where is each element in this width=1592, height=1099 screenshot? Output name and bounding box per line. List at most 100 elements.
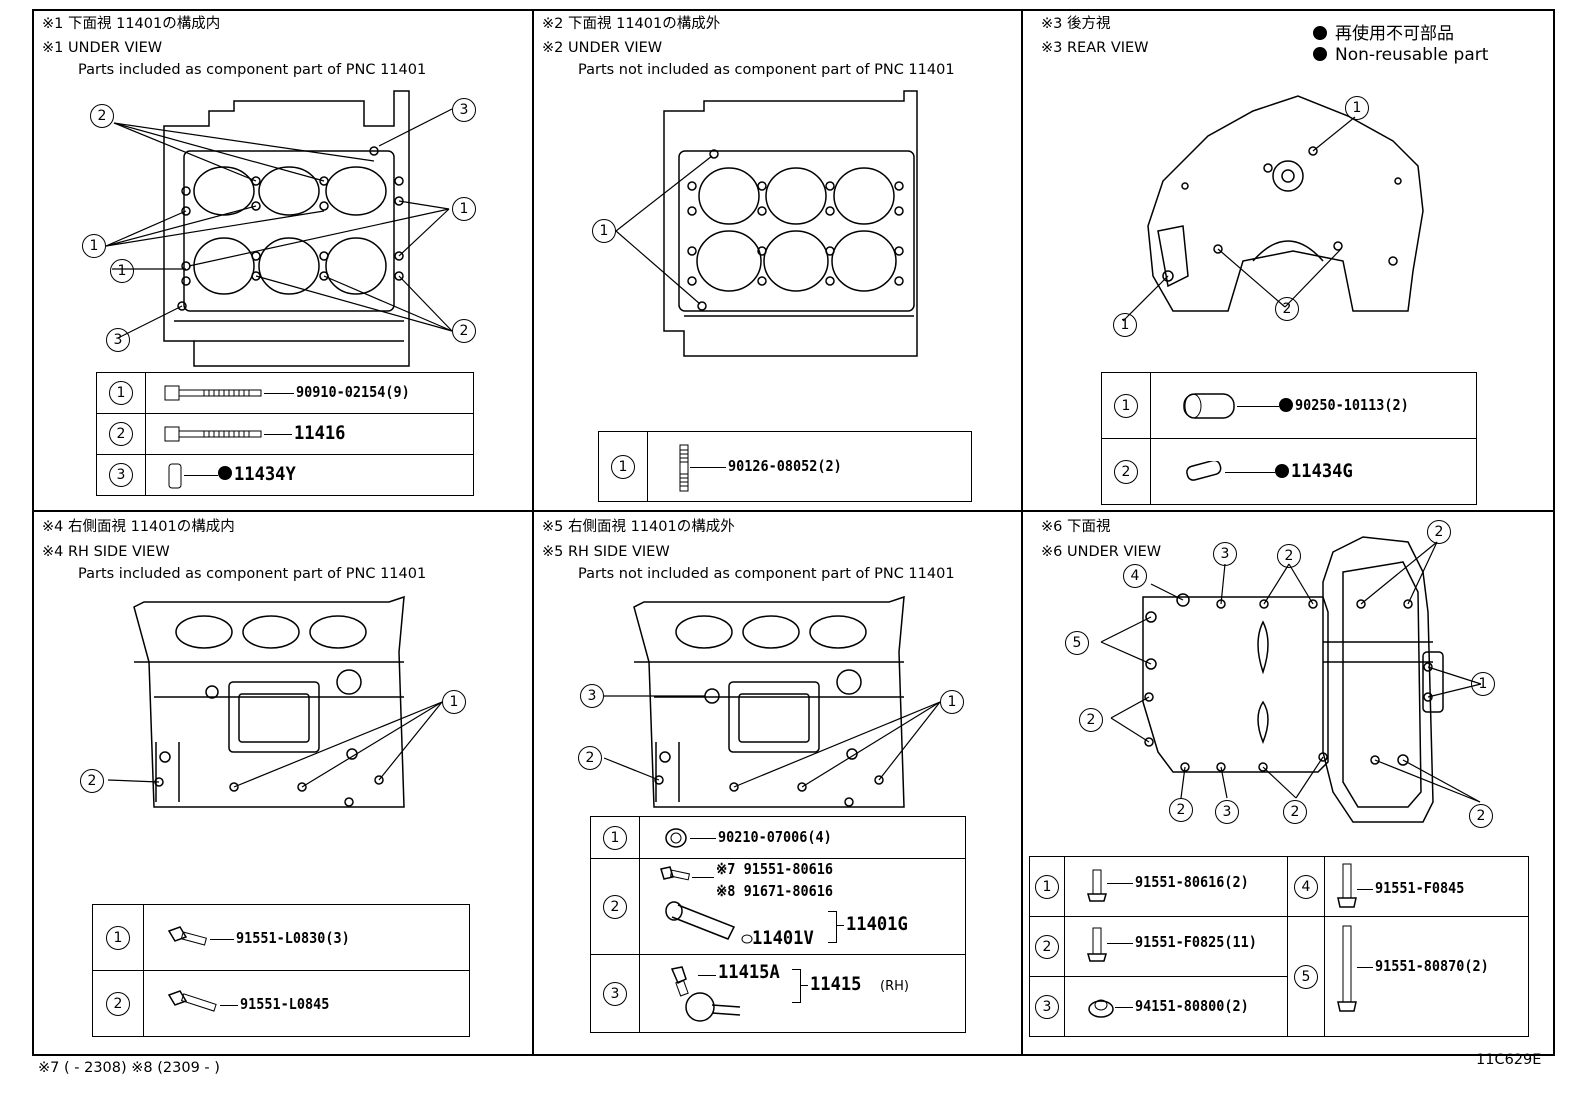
- footnote: ※7 ( - 2308) ※8 (2309 - ): [38, 1060, 220, 1076]
- panel-divider: [532, 9, 534, 1056]
- part-row[interactable]: 90210-07006(4): [639, 816, 966, 859]
- engine-block-rh-side-drawing: [603, 595, 941, 808]
- callout-1: 1: [452, 197, 476, 221]
- callout-4: 4: [1123, 564, 1147, 588]
- part-number: 11415A: [718, 961, 780, 983]
- callout-3: 3: [580, 684, 604, 708]
- engine-block-under-view-drawing: [105, 90, 453, 367]
- parts-table: 1 90250-10113(2) 2 11434G: [1101, 372, 1477, 505]
- bolt-icon: [164, 385, 262, 401]
- row-number: 1: [603, 825, 627, 850]
- legend-en: Non-reusable part: [1313, 45, 1488, 65]
- callout-3: 3: [452, 98, 476, 122]
- row-number: 2: [1114, 459, 1138, 484]
- oil-pan-under-view-drawing: [1100, 536, 1482, 823]
- callout-3: 3: [1215, 800, 1239, 824]
- part-number: 91551-L0845: [240, 995, 330, 1013]
- panel-rh-side-view-included: ※4 右側面視 11401の構成内 ※4 RH SIDE VIEW Parts …: [34, 512, 532, 1054]
- panel-title-en: ※4 RH SIDE VIEW: [42, 544, 170, 560]
- part-row[interactable]: 11434Y: [145, 454, 474, 496]
- parts-table: 1 90126-08052(2): [598, 431, 972, 502]
- part-row[interactable]: 91551-F0845: [1324, 856, 1529, 917]
- part-row[interactable]: 90250-10113(2): [1150, 372, 1477, 439]
- part-row[interactable]: 91551-F0825(11): [1064, 916, 1288, 977]
- part-row[interactable]: 91551-L0830(3): [143, 904, 470, 971]
- part-number: 90210-07006(4): [718, 828, 832, 846]
- part-number: 11401V: [752, 927, 814, 949]
- callout-2: 2: [1469, 804, 1493, 828]
- part-number: 90250-10113(2): [1295, 396, 1409, 414]
- callout-1: 1: [1345, 96, 1369, 120]
- part-number: 90910-02154(9): [296, 383, 410, 401]
- part-row[interactable]: 90126-08052(2): [647, 431, 972, 502]
- part-row[interactable]: 90910-02154(9): [145, 372, 474, 414]
- callout-2: 2: [90, 104, 114, 128]
- panel-title-en: ※3 REAR VIEW: [1041, 40, 1149, 56]
- part-row[interactable]: 11434G: [1150, 438, 1477, 505]
- row-number: 2: [603, 894, 627, 919]
- panel-title-jp: ※4 右側面視 11401の構成内: [42, 519, 235, 535]
- callout-2: 2: [1079, 708, 1103, 732]
- parts-table: 1 90210-07006(4) 2 ※7 91551-80616 ※8 916…: [590, 816, 966, 1033]
- part-number: 11415: [810, 973, 862, 995]
- non-reusable-dot-icon: [1279, 398, 1293, 412]
- plug-icon: [670, 966, 689, 997]
- panel-title-en: ※1 UNDER VIEW: [42, 40, 163, 56]
- bolt-icon: [164, 426, 262, 442]
- o-ring-icon: [741, 934, 753, 944]
- part-row[interactable]: ※7 91551-80616 ※8 91671-80616 11401V 114…: [639, 858, 966, 955]
- row-number: 1: [106, 925, 130, 950]
- panel-title-en: ※2 UNDER VIEW: [542, 40, 663, 56]
- dowel-pin-icon: [168, 463, 182, 489]
- row-number: 1: [1114, 393, 1138, 418]
- row-number: 4: [1294, 874, 1318, 899]
- stud-bolt-icon: [679, 444, 689, 492]
- part-row[interactable]: 11416: [145, 413, 474, 455]
- diagram-frame: [32, 9, 1555, 1056]
- flange-bolt-icon: [167, 926, 207, 946]
- valve-icon: [685, 992, 741, 1022]
- part-row[interactable]: 91551-80616(2): [1064, 856, 1288, 917]
- panel-title-jp: ※2 下面視 11401の構成外: [542, 16, 721, 32]
- side-note: (RH): [880, 979, 909, 994]
- part-row[interactable]: 91551-80870(2): [1324, 916, 1529, 1037]
- part-row[interactable]: 94151-80800(2): [1064, 976, 1288, 1037]
- row-number: 5: [1294, 964, 1318, 989]
- part-number: 91551-L0830(3): [236, 929, 350, 947]
- panel-title-jp: ※1 下面視 11401の構成内: [42, 16, 221, 32]
- callout-2: 2: [1169, 798, 1193, 822]
- row-number: 1: [109, 381, 133, 405]
- engine-block-under-view-drawing: [615, 90, 918, 357]
- part-number: 91551-80870(2): [1375, 957, 1489, 975]
- parts-table: 1 91551-80616(2) 4 91551-F0845 2 91551-F…: [1029, 856, 1529, 1037]
- callout-2: 2: [1427, 520, 1451, 544]
- non-reusable-dot-icon: [1313, 26, 1327, 40]
- callout-2: 2: [80, 769, 104, 793]
- callout-1: 1: [1113, 313, 1137, 337]
- part-number: 90126-08052(2): [728, 457, 842, 475]
- panel-title-jp: ※6 下面視: [1041, 519, 1111, 535]
- part-number: ※7 91551-80616: [716, 860, 833, 878]
- engine-block-rh-side-drawing: [107, 595, 443, 808]
- row-number: 2: [106, 991, 130, 1016]
- flange-bolt-icon: [1087, 869, 1107, 902]
- pin-icon: [1183, 393, 1235, 419]
- row-number: 2: [1035, 934, 1059, 959]
- part-number: 91551-80616(2): [1135, 873, 1249, 891]
- panel-title-en: ※5 RH SIDE VIEW: [542, 544, 670, 560]
- flange-bolt-icon: [167, 990, 217, 1012]
- part-row[interactable]: 91551-L0845: [143, 970, 470, 1037]
- row-number: 3: [603, 981, 627, 1006]
- panel-description: Parts not included as component part of …: [578, 62, 955, 78]
- engine-block-rear-view-drawing: [1122, 95, 1424, 322]
- row-number: 1: [1035, 874, 1059, 899]
- part-number: 91551-F0845: [1375, 879, 1465, 897]
- bolt-icon: [660, 866, 691, 881]
- part-row[interactable]: 11415A 11415 (RH): [639, 954, 966, 1033]
- legend-jp: 再使用不可部品: [1313, 19, 1454, 44]
- illustration-code: 11C629E: [1476, 1052, 1542, 1068]
- flange-bolt-icon: [1337, 863, 1357, 908]
- part-number: 11416: [294, 422, 346, 444]
- row-number: 3: [109, 463, 133, 487]
- callout-2: 2: [578, 746, 602, 770]
